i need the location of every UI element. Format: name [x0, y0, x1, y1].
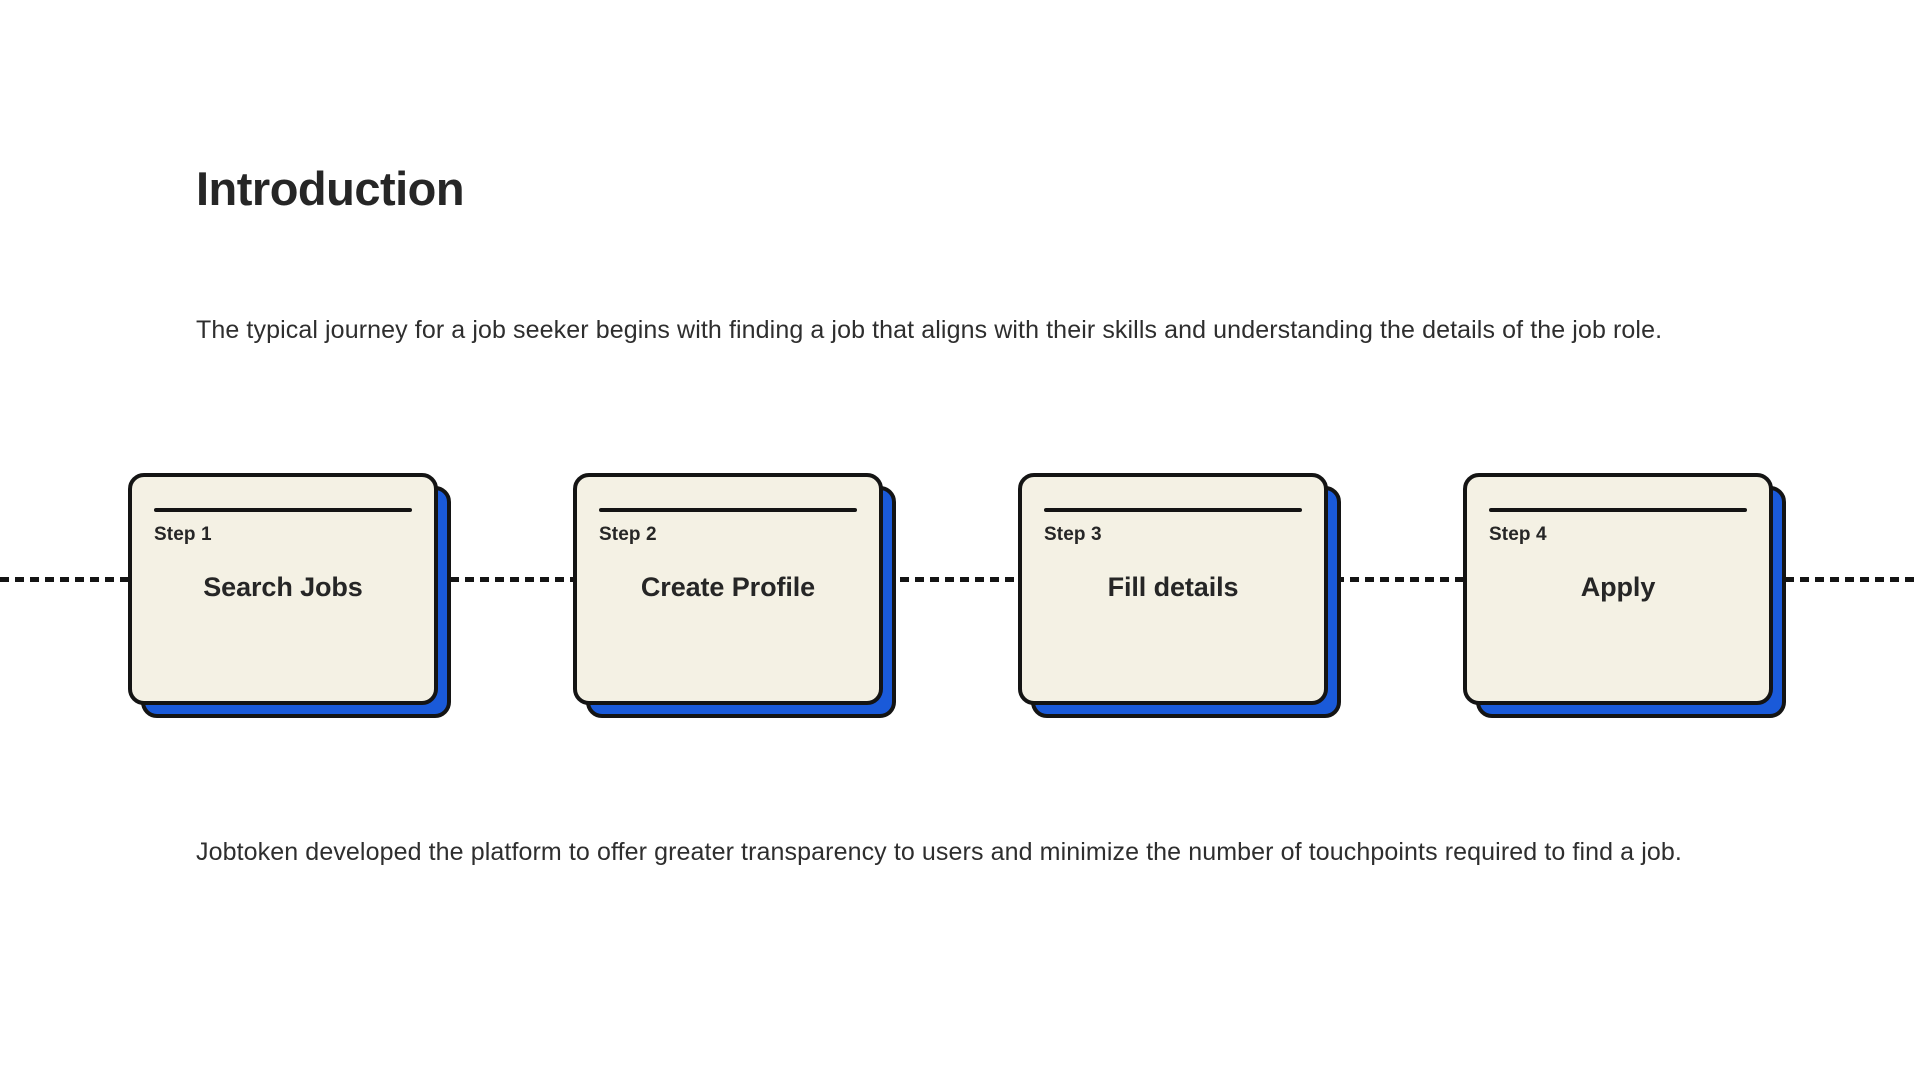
page-title: Introduction [196, 162, 465, 216]
card-face[interactable]: Step 3 Fill details [1018, 473, 1328, 705]
step-label: Step 1 [154, 524, 212, 545]
card-face[interactable]: Step 1 Search Jobs [128, 473, 438, 705]
step-label: Step 4 [1489, 524, 1547, 545]
step-title: Fill details [1107, 572, 1239, 602]
outro-paragraph: Jobtoken developed the platform to offer… [196, 838, 1682, 866]
card-face[interactable]: Step 2 Create Profile [573, 473, 883, 705]
card-top-rule [599, 508, 857, 512]
process-flow: Step 1 Search Jobs Step 2 Create Profile… [0, 455, 1920, 725]
step-card-4[interactable]: Step 4 Apply [1463, 473, 1786, 718]
step-card-2[interactable]: Step 2 Create Profile [573, 473, 896, 718]
step-card-3[interactable]: Step 3 Fill details [1018, 473, 1341, 718]
intro-paragraph: The typical journey for a job seeker beg… [196, 316, 1663, 344]
card-face[interactable]: Step 4 Apply [1463, 473, 1773, 705]
step-label: Step 2 [599, 524, 657, 545]
step-card-1[interactable]: Step 1 Search Jobs [128, 473, 451, 718]
step-title: Search Jobs [203, 572, 363, 602]
card-top-rule [154, 508, 412, 512]
card-top-rule [1489, 508, 1747, 512]
card-top-rule [1044, 508, 1302, 512]
dashed-connector-line [0, 577, 1920, 582]
step-title: Create Profile [640, 572, 816, 602]
step-label: Step 3 [1044, 524, 1102, 545]
step-title: Apply [1580, 572, 1656, 602]
